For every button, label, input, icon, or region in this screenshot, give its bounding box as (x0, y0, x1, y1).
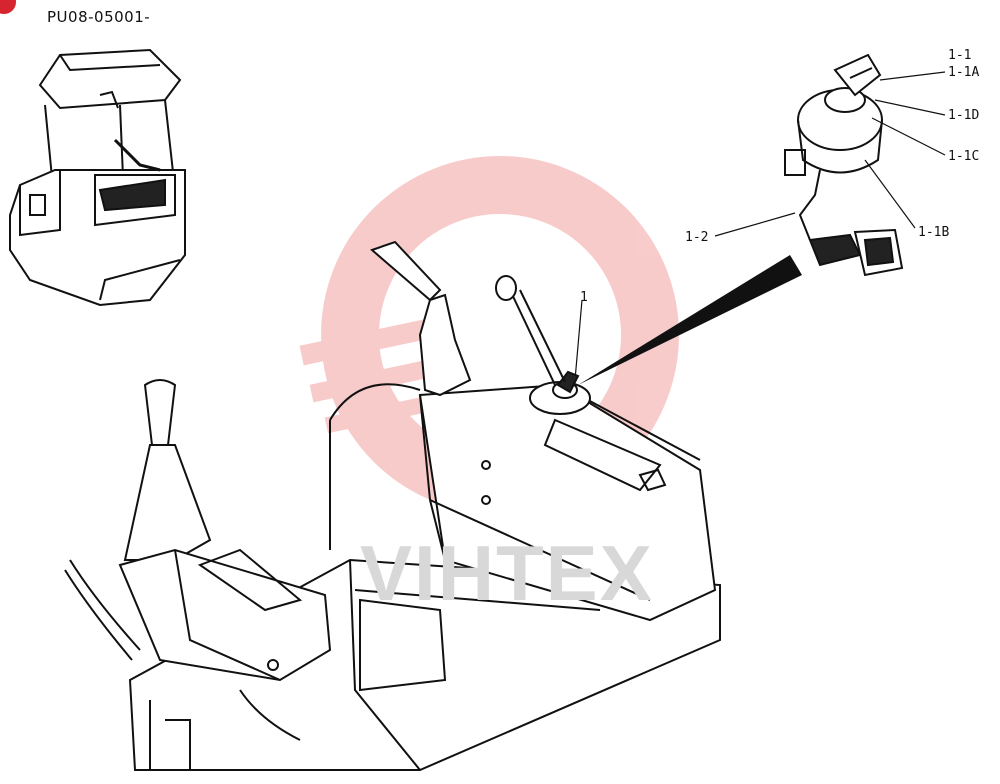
callout-1-1c: 1-1C (948, 149, 980, 164)
callout-1-1: 1-1 (948, 48, 972, 63)
key-switch-illustration (784, 53, 904, 277)
callout-1-1b: 1-1B (918, 225, 950, 240)
operator-console-illustration (64, 240, 721, 771)
figure-code: PU08-05001- (47, 8, 151, 26)
leader-lines (574, 71, 946, 381)
callout-1-2: 1-2 (685, 230, 709, 245)
watermark-text: VIHTEX (360, 529, 654, 617)
cab-inset-illustration (9, 48, 186, 307)
callout-1-1a: 1-1A (948, 65, 980, 80)
callout-1-1d: 1-1D (948, 108, 980, 123)
corner-badge (0, 0, 16, 14)
pointer-wedge (578, 255, 802, 385)
callout-1: 1 (580, 290, 588, 305)
